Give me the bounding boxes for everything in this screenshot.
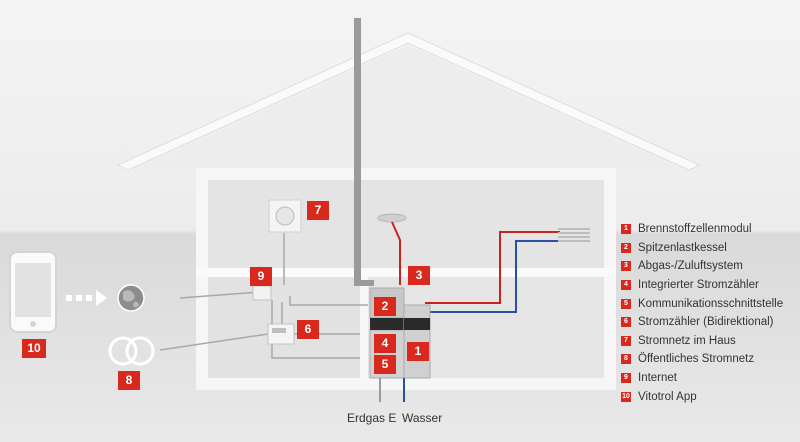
smartphone-button	[30, 321, 36, 327]
meter-display	[272, 328, 286, 333]
communication-box	[252, 285, 272, 301]
badge-10: 10	[22, 339, 46, 358]
smartphone-screen	[15, 263, 51, 317]
legend-item: 2 Spitzenlastkessel	[621, 239, 783, 258]
legend-label: Brennstoffzellenmodul	[638, 223, 752, 236]
transfer-arrows	[66, 290, 107, 306]
roof	[116, 32, 701, 171]
legend-item: 4 Integrierter Stromzähler	[621, 276, 783, 295]
legend-label: Öffentliches Stromnetz	[638, 353, 755, 366]
radiator-coil	[558, 228, 590, 242]
badge-3: 3	[408, 266, 430, 285]
upper-room	[208, 180, 604, 268]
legend-label: Stromzähler (Bidirektional)	[638, 316, 774, 329]
legend-item: 9 Internet	[621, 369, 783, 388]
legend-number: 3	[621, 261, 631, 272]
cold-pipe-radiator	[425, 240, 560, 313]
badge-2: 2	[374, 297, 396, 316]
fuel-cell-band	[404, 318, 430, 330]
badge-9: 9	[250, 267, 272, 286]
grid-ring-right	[125, 336, 155, 366]
roof-underside	[140, 45, 680, 168]
fuel-cell-module	[403, 304, 431, 379]
legend: 1 Brennstoffzellenmodul 2 Spitzenlastkesse…	[621, 220, 783, 406]
gas-supply-label: Erdgas E	[347, 411, 397, 425]
legend-number: 8	[621, 354, 631, 365]
legend-item: 3 Abgas-/Zuluftsystem	[621, 257, 783, 276]
legend-number: 2	[621, 242, 631, 253]
legend-number: 10	[621, 391, 631, 402]
water-supply-label: Wasser	[402, 411, 443, 425]
badge-7: 7	[307, 201, 329, 220]
badge-4: 4	[374, 334, 396, 353]
legend-item: 8 Öffentliches Stromnetz	[621, 350, 783, 369]
hot-pipe-sink	[391, 221, 401, 285]
badge-6: 6	[297, 320, 319, 339]
legend-number: 9	[621, 373, 631, 384]
badge-1: 1	[407, 342, 429, 361]
grid-rings-icon	[108, 336, 138, 366]
sink-icon	[377, 213, 407, 223]
legend-number: 1	[621, 224, 631, 235]
legend-label: Internet	[638, 372, 677, 385]
badge-5: 5	[374, 355, 396, 374]
thermostat-dial	[275, 206, 295, 226]
legend-number: 5	[621, 298, 631, 309]
flue-pipe	[354, 18, 361, 286]
globe-continents	[123, 290, 139, 308]
legend-item: 5 Kommunikationsschnittstelle	[621, 294, 783, 313]
legend-item: 1 Brennstoffzellenmodul	[621, 220, 783, 239]
legend-number: 4	[621, 280, 631, 291]
hot-pipe-radiator	[425, 231, 560, 304]
legend-label: Spitzenlastkessel	[638, 241, 727, 254]
badge-8: 8	[118, 371, 140, 390]
legend-label: Integrierter Stromzähler	[638, 279, 759, 292]
legend-item: 7 Stromnetz im Haus	[621, 332, 783, 351]
legend-label: Vitotrol App	[638, 390, 697, 403]
legend-item: 10 Vitotrol App	[621, 387, 783, 406]
flue-pipe-lower	[354, 280, 374, 286]
legend-label: Kommunikationsschnittstelle	[638, 297, 784, 310]
legend-number: 7	[621, 335, 631, 346]
legend-label: Stromnetz im Haus	[638, 334, 736, 347]
wiring	[159, 233, 368, 359]
legend-number: 6	[621, 317, 631, 328]
floor-slab	[196, 268, 616, 277]
boiler-unit-band	[370, 318, 404, 330]
legend-label: Abgas-/Zuluftsystem	[638, 260, 743, 273]
legend-item: 6 Stromzähler (Bidirektional)	[621, 313, 783, 332]
bidirectional-meter	[267, 323, 295, 345]
